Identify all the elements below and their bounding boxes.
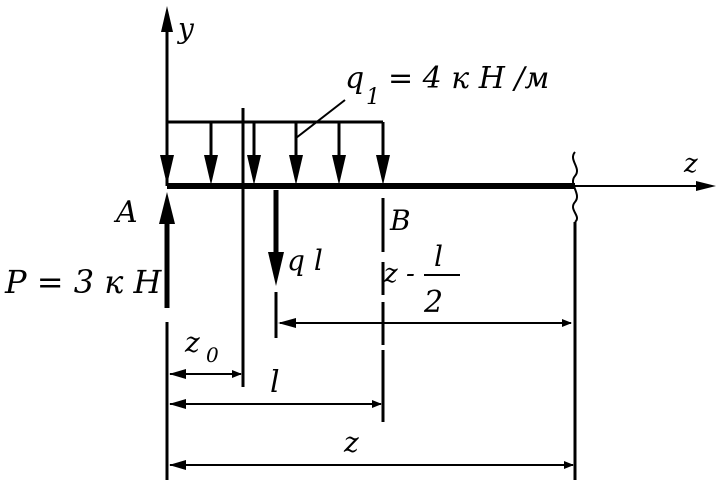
load-arrowheads — [160, 155, 390, 185]
q1-leader — [295, 99, 346, 139]
z0-label: z — [184, 326, 200, 359]
ql-label: q l — [287, 244, 323, 277]
z-axis — [575, 181, 716, 191]
fraction-denominator: 2 — [423, 285, 443, 320]
q1-symbol: q — [345, 61, 364, 96]
point-a-label: A — [113, 195, 138, 230]
resultant-ql — [268, 190, 284, 338]
force-p-label: P = 3 к Н — [4, 263, 163, 301]
dim-l-label: l — [270, 365, 280, 400]
q1-value: = 4 к Н /м — [388, 61, 549, 96]
point-b-label: B — [389, 204, 411, 237]
z-minus-label: z - — [383, 259, 415, 289]
distributed-load — [165, 120, 385, 160]
z-axis-label: z — [683, 149, 698, 179]
break-symbol — [572, 151, 578, 223]
y-axis-label: y — [176, 12, 195, 45]
z0-subscript: 0 — [206, 343, 219, 367]
fraction-numerator: l — [434, 240, 443, 273]
dim-z-label: z — [343, 426, 359, 459]
reaction-force-p — [159, 192, 175, 308]
q1-subscript: 1 — [366, 85, 380, 110]
